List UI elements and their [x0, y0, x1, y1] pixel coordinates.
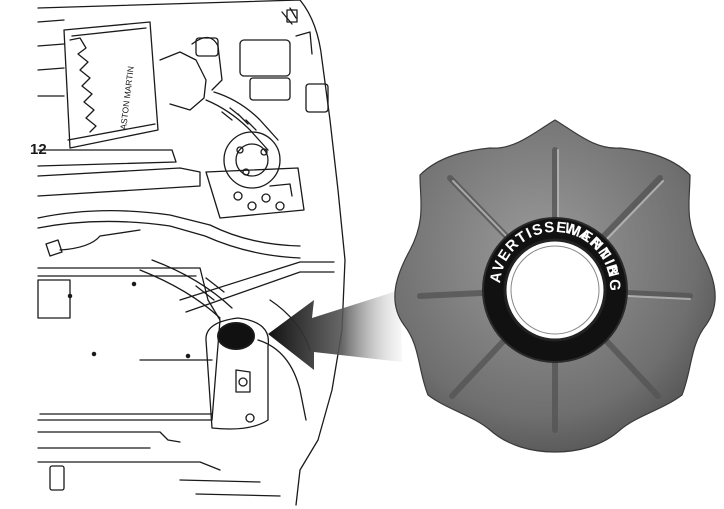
engine-cover-brand: ASTON MARTIN — [118, 66, 136, 131]
figure-number: 12 — [30, 141, 47, 158]
engine-bay-drawing — [37, 0, 346, 506]
engine-cover — [63, 21, 159, 149]
coolant-reservoir — [205, 317, 270, 430]
reservoir-cap-location — [217, 322, 255, 350]
fender-outline — [37, 0, 346, 506]
reservoir-cap-detail: WARNING AVERTISSEMENT B — [394, 119, 716, 453]
radiator-panel — [37, 267, 221, 421]
pointer-arrow — [268, 290, 402, 370]
